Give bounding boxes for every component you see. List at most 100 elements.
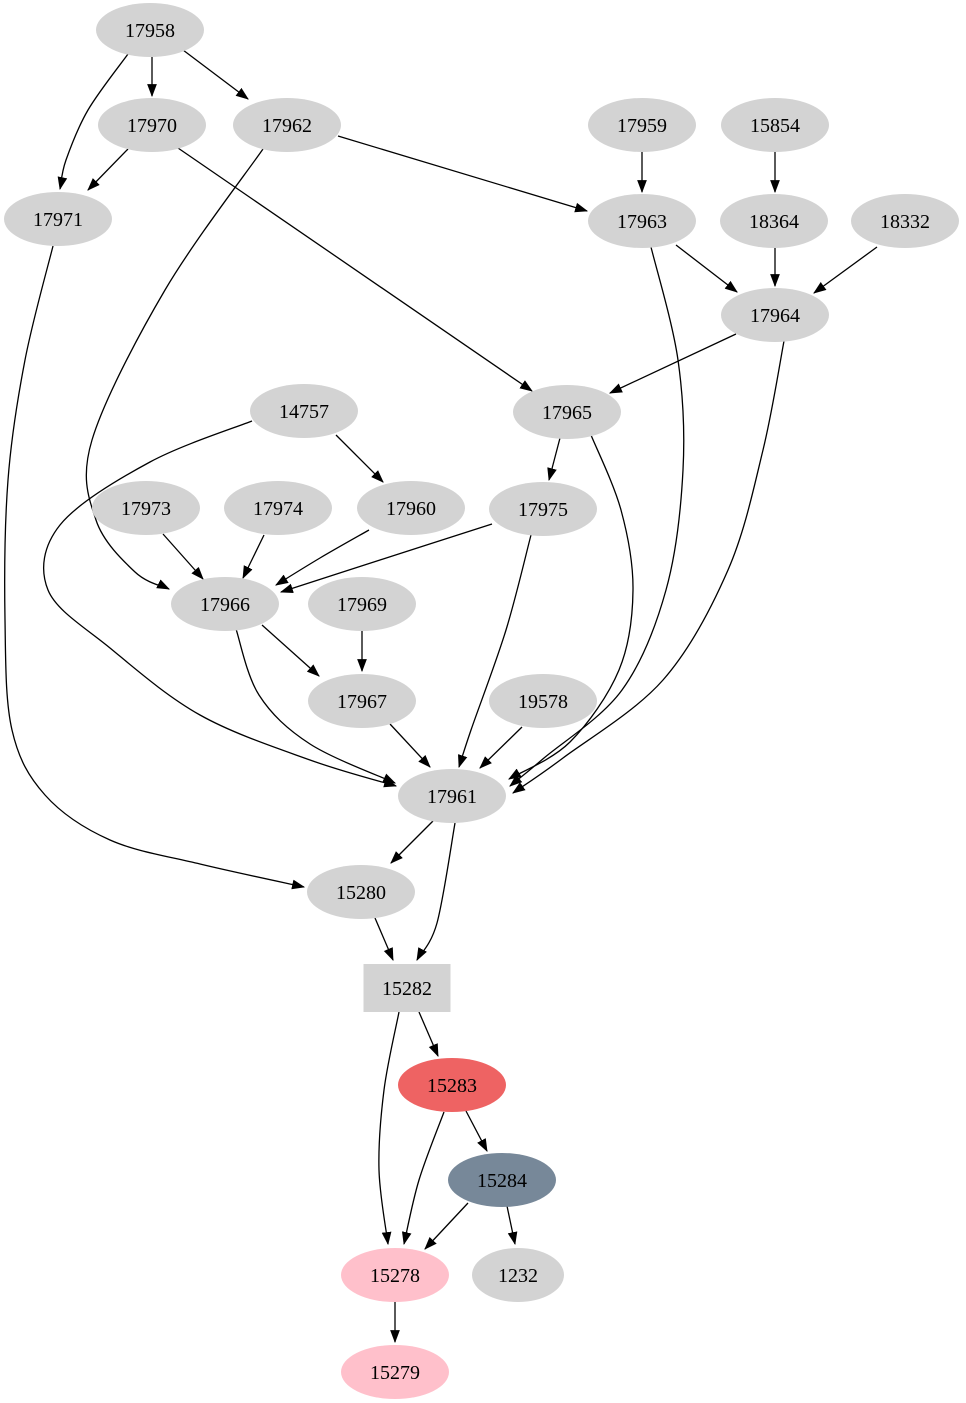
node-label-17974: 17974 [253, 498, 303, 520]
edge-17965-17975 [547, 437, 561, 482]
edge-17963-17961 [509, 246, 685, 787]
node-label-17963: 17963 [617, 211, 667, 233]
node-17969: 17969 [308, 577, 416, 631]
edge-14757-17961 [42, 420, 398, 788]
node-label-17958: 17958 [125, 20, 175, 42]
node-shape-17967 [308, 674, 416, 728]
node-18332: 18332 [851, 194, 959, 248]
edge-18332-17964 [813, 246, 878, 294]
node-label-15284: 15284 [477, 1170, 527, 1192]
node-shape-15854 [721, 98, 829, 152]
node-shape-15278 [341, 1248, 449, 1302]
node-label-18332: 18332 [880, 211, 930, 233]
node-shape-14757 [250, 384, 358, 438]
node-17970: 17970 [98, 98, 206, 152]
node-15854: 15854 [721, 98, 829, 152]
node-17958: 17958 [96, 3, 204, 57]
node-label-17961: 17961 [427, 786, 477, 808]
node-shape-17959 [588, 98, 696, 152]
node-15280: 15280 [307, 865, 415, 919]
node-17971: 17971 [4, 192, 112, 246]
node-17966: 17966 [171, 577, 279, 631]
node-shape-15280 [307, 865, 415, 919]
node-shape-1232 [472, 1248, 564, 1302]
edge-17962-17966 [85, 148, 264, 590]
node-label-17965: 17965 [542, 402, 592, 424]
node-label-15279: 15279 [370, 1362, 420, 1384]
edge-15283-15278 [401, 1111, 445, 1246]
edge-17964-17965 [609, 333, 737, 394]
node-shape-17975 [489, 482, 597, 536]
node-label-17960: 17960 [386, 498, 436, 520]
node-label-15278: 15278 [370, 1265, 420, 1287]
edge-17962-17963 [337, 135, 589, 213]
node-shape-19578 [489, 674, 597, 728]
node-15283: 15283 [398, 1058, 506, 1112]
edge-17967-17961 [389, 723, 431, 768]
node-shape-15279 [341, 1345, 449, 1399]
node-19578: 19578 [489, 674, 597, 728]
node-label-1232: 1232 [498, 1265, 538, 1287]
edge-17966-17961 [235, 628, 396, 784]
node-label-14757: 14757 [279, 401, 329, 423]
node-shape-17960 [357, 481, 465, 535]
edge-17961-15282 [416, 822, 456, 961]
edge-17964-17961 [512, 340, 785, 794]
node-17963: 17963 [588, 194, 696, 248]
edge-15283-15284 [465, 1110, 488, 1152]
edges-layer [4, 49, 878, 1344]
node-shape-17971 [4, 192, 112, 246]
edge-17963-17964 [675, 244, 738, 293]
node-label-18364: 18364 [749, 211, 799, 233]
edge-15284-15278 [424, 1202, 469, 1250]
edge-15282-15283 [418, 1011, 439, 1057]
node-17959: 17959 [588, 98, 696, 152]
node-label-15283: 15283 [427, 1075, 477, 1097]
edge-17965-17961 [508, 434, 634, 780]
edge-17973-17966 [162, 533, 204, 580]
node-label-15280: 15280 [336, 882, 386, 904]
node-15278: 15278 [341, 1248, 449, 1302]
node-label-15282: 15282 [382, 978, 432, 1000]
node-label-19578: 19578 [518, 691, 568, 713]
node-shape-17966 [171, 577, 279, 631]
edge-17958-17962 [182, 49, 249, 100]
node-17975: 17975 [489, 482, 597, 536]
node-label-17970: 17970 [127, 115, 177, 137]
node-shape-17962 [233, 98, 341, 152]
node-17961: 17961 [398, 769, 506, 823]
edge-15284-1232 [506, 1205, 518, 1246]
node-17965: 17965 [513, 385, 621, 439]
edge-17958-17971 [57, 53, 129, 191]
edge-17970-17971 [87, 148, 129, 191]
node-shape-17973 [92, 481, 200, 535]
edge-17961-15280 [390, 820, 434, 864]
node-label-17959: 17959 [617, 115, 667, 137]
node-label-15854: 15854 [750, 115, 800, 137]
node-shape-17970 [98, 98, 206, 152]
node-14757: 14757 [250, 384, 358, 438]
node-18364: 18364 [720, 194, 828, 248]
edge-17971-15280 [4, 245, 306, 890]
node-shape-17969 [308, 577, 416, 631]
node-shape-18332 [851, 194, 959, 248]
node-shape-17958 [96, 3, 204, 57]
node-label-17966: 17966 [200, 594, 250, 616]
node-17964: 17964 [721, 288, 829, 342]
node-label-17967: 17967 [337, 691, 387, 713]
node-15284: 15284 [448, 1153, 556, 1207]
edge-17974-17966 [242, 534, 265, 579]
node-15282: 15282 [363, 964, 451, 1012]
node-shape-18364 [720, 194, 828, 248]
node-17974: 17974 [224, 481, 332, 535]
node-shape-15283 [398, 1058, 506, 1112]
edge-14757-17960 [335, 434, 384, 483]
node-label-17973: 17973 [121, 498, 171, 520]
node-17960: 17960 [357, 481, 465, 535]
edge-15282-15278 [378, 1011, 400, 1246]
node-shape-17964 [721, 288, 829, 342]
node-label-17975: 17975 [518, 499, 568, 521]
